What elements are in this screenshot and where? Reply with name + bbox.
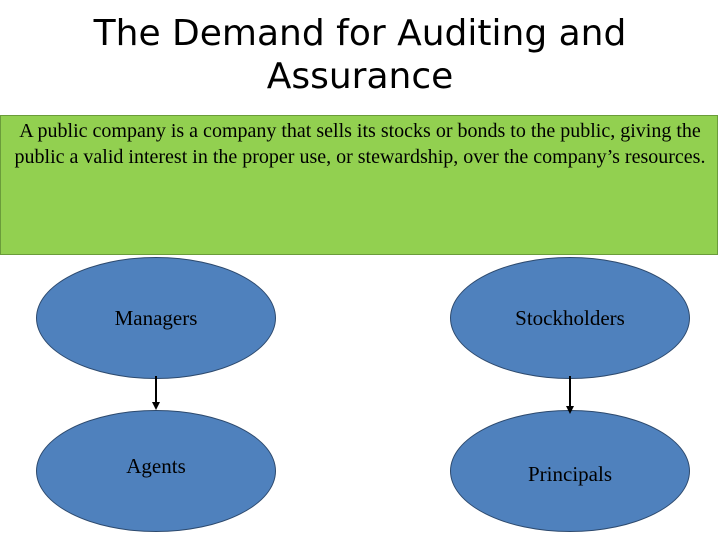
slide-title: The Demand for Auditing and Assurance xyxy=(40,12,680,98)
agents-ellipse: Agents xyxy=(36,410,276,532)
title-line-1: The Demand for Auditing and xyxy=(93,13,627,54)
principals-ellipse: Principals xyxy=(450,410,690,532)
agents-label: Agents xyxy=(126,453,186,478)
definition-box xyxy=(0,115,718,255)
title-line-2: Assurance xyxy=(266,56,454,98)
stockholders-label: Stockholders xyxy=(515,305,625,330)
definition-text: A public company is a company that sells… xyxy=(14,120,706,168)
managers-ellipse: Managers xyxy=(36,257,276,379)
managers-label: Managers xyxy=(114,305,198,330)
stockholders-ellipse: Stockholders xyxy=(450,257,690,379)
principals-label: Principals xyxy=(528,461,612,486)
